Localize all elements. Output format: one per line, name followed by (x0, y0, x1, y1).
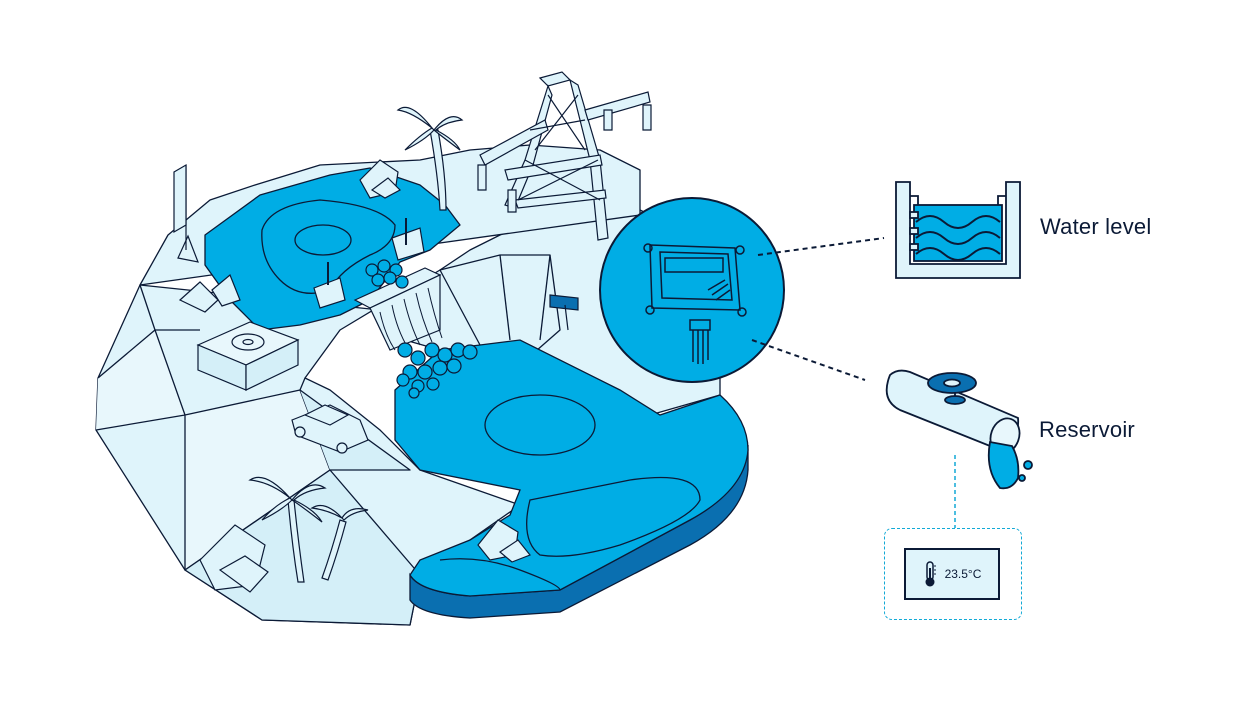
temperature-sensor-frame (884, 528, 1022, 620)
lower-reservoir (394, 339, 749, 619)
reservoir-label: Reservoir (1039, 417, 1135, 442)
flag (173, 163, 187, 250)
sensor-device-icon (599, 197, 785, 383)
car-icon (291, 404, 369, 454)
water-level-label: Water level (1040, 214, 1152, 239)
pipe-valve-icon (885, 369, 1033, 490)
water-level-tank-icon (895, 181, 1021, 279)
connector-lines (751, 237, 885, 381)
power-pylon-icon (477, 71, 652, 241)
palm-tree-icon (248, 106, 464, 583)
machinery-box (196, 321, 300, 391)
dam (313, 218, 478, 399)
rocks (177, 159, 531, 593)
signpost (549, 294, 579, 331)
temperature-display: 23.5°C (904, 548, 1000, 600)
thermometer-icon (925, 561, 936, 587)
temperature-value: 23.5°C (944, 567, 982, 581)
